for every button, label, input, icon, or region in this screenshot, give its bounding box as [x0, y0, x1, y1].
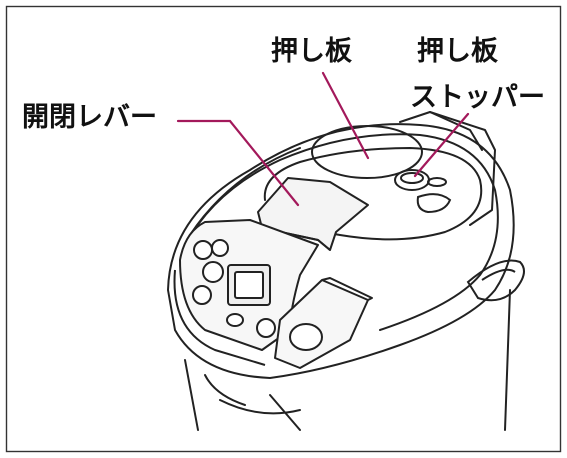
dispense-button — [274, 277, 373, 369]
spout-curve — [204, 374, 246, 406]
dispense-push-button — [289, 323, 323, 351]
label-push-plate: 押し板 — [271, 36, 352, 67]
leader-line-plate — [321, 71, 370, 160]
panel-button-1 — [193, 240, 213, 260]
panel-button-3 — [202, 261, 224, 283]
pot-body-lower-lines — [219, 394, 301, 431]
display-screen — [234, 271, 264, 299]
stopper-slot — [416, 193, 452, 214]
stopper-knob-top — [400, 172, 424, 184]
leader-line-stopper — [413, 112, 470, 178]
label-push-plate-stopper-line1: 押し板 — [417, 36, 498, 67]
pot-body-sides — [184, 289, 511, 431]
figure-border — [5, 5, 562, 453]
hinge — [466, 259, 525, 302]
lid-outer-shell — [167, 123, 515, 379]
label-open-close-lever: 開閉レバー — [22, 102, 157, 133]
lid-rim-highlight — [189, 147, 301, 236]
dispense-housing-top — [321, 277, 373, 301]
stopper-indicator — [427, 177, 447, 187]
label-push-plate-stopper-line2: ストッパー — [410, 82, 545, 113]
lid-inner-rim — [184, 133, 499, 331]
leader-line-lever — [176, 119, 300, 207]
back-handle — [399, 111, 496, 226]
panel-button-4 — [192, 285, 212, 305]
hinge-inner — [481, 268, 516, 281]
hinge-outer — [466, 259, 525, 302]
panel-button-2 — [211, 239, 229, 257]
push-plate-stopper — [394, 169, 452, 214]
panel-lower-rim — [173, 269, 266, 366]
panel-button-5 — [226, 313, 244, 327]
push-plate — [311, 125, 423, 179]
panel-button-6 — [256, 318, 276, 338]
lid-top — [263, 147, 483, 241]
